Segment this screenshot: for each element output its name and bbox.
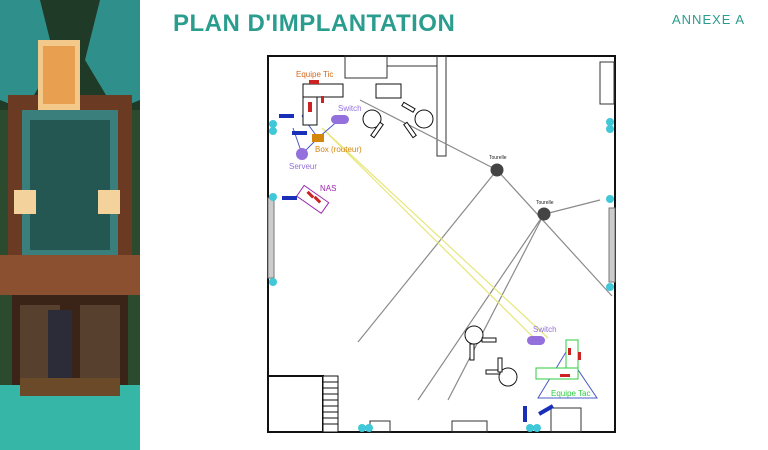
serveur-label: Serveur <box>289 162 317 171</box>
top-wall-block <box>344 55 388 79</box>
decorative-game-art <box>0 0 140 450</box>
right-wall-block <box>599 61 615 105</box>
box-router <box>312 134 324 142</box>
switch-top-label: Switch <box>338 104 362 113</box>
equipe-tac-device <box>568 348 571 355</box>
equipe-tic-device <box>321 96 324 103</box>
chair <box>282 196 297 200</box>
nas-device <box>313 195 322 204</box>
right-window <box>608 207 616 283</box>
chair <box>538 404 554 416</box>
cyan-markers <box>269 118 614 432</box>
tourelle-1 <box>490 163 504 177</box>
equipe-tac-device <box>560 374 570 377</box>
turret-sightlines <box>357 99 613 401</box>
stair-steps <box>323 381 338 425</box>
chair <box>292 131 307 135</box>
equipe-tic-label: Equipe Tic <box>296 70 333 79</box>
top-wall-column <box>436 55 447 157</box>
page-title: PLAN D'IMPLANTATION <box>173 10 456 37</box>
right-desk-area <box>375 83 402 99</box>
table-set <box>362 101 434 139</box>
tourelle-2 <box>537 207 551 221</box>
annex-label: ANNEXE A <box>672 12 746 27</box>
switch-bottom <box>527 336 545 345</box>
nas-label: NAS <box>320 184 336 193</box>
table-set <box>464 325 518 387</box>
equipe-tac-desk <box>535 367 579 380</box>
yellow-cables <box>321 127 549 339</box>
chair <box>523 406 527 422</box>
bottom-wall-block <box>550 407 582 433</box>
tourelle-1-label: Tourelle <box>489 155 507 161</box>
switch-top <box>331 115 349 124</box>
floor-plan: Equipe Tic Switch Box (routeur) Serveur … <box>267 55 616 433</box>
equipe-tic-device <box>309 80 319 84</box>
equipe-tic-desk <box>302 83 344 98</box>
nas-device <box>306 190 315 199</box>
chair <box>279 114 294 118</box>
left-window <box>267 197 275 279</box>
equipe-tac-device <box>578 352 581 360</box>
equipe-tic-device <box>308 102 312 112</box>
equipe-tac-label: Equipe Tac <box>551 389 590 398</box>
nas <box>296 184 330 215</box>
box-router-label: Box (routeur) <box>315 145 362 154</box>
tourelle-2-label: Tourelle <box>536 200 554 206</box>
bottom-wall-block <box>451 420 488 433</box>
equipe-tac-desk <box>565 339 579 371</box>
switch-bottom-label: Switch <box>533 325 557 334</box>
serveur <box>296 148 308 160</box>
